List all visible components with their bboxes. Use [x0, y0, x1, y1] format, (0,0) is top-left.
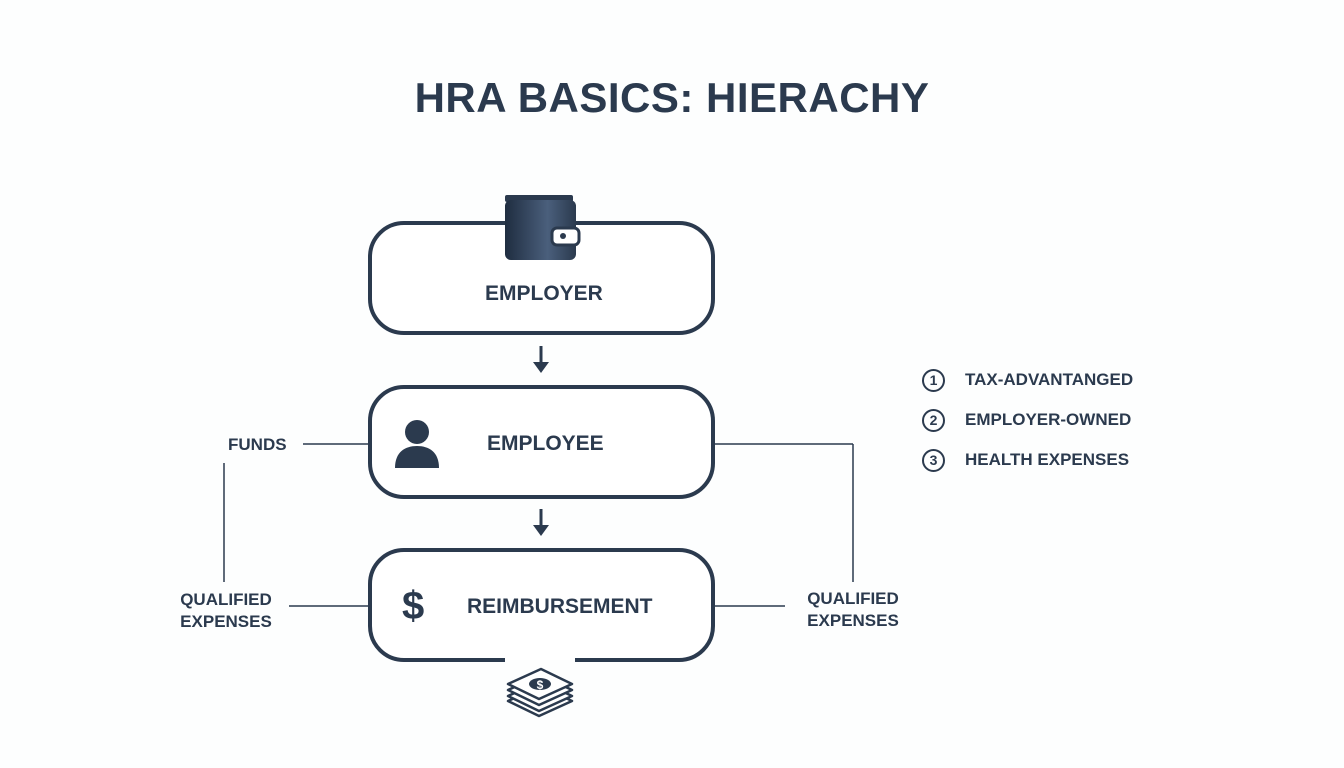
funds-connector [223, 443, 369, 582]
person-icon [395, 420, 439, 468]
arrow-down-icon [533, 346, 549, 373]
number-badge: 3 [922, 448, 945, 472]
qualified-left-line-2: EXPENSES [180, 612, 272, 631]
number-badge: 1 [922, 368, 945, 392]
money-stack-icon: $ [506, 667, 574, 718]
qualified-left-line-1: QUALIFIED [180, 590, 272, 609]
page-title: HRA BASICS: HIERACHY [414, 74, 930, 121]
employer-label: EMPLOYER [485, 282, 603, 305]
qualified-right-line-1: QUALIFIED [807, 589, 899, 608]
reimbursement-node [368, 548, 715, 662]
feature-list: 1 TAX-ADVANTANGED 2 EMPLOYER-OWNED 3 HEA… [922, 360, 1133, 480]
qualified-expenses-right-label: QUALIFIED EXPENSES [804, 588, 902, 632]
feature-text: EMPLOYER-OWNED [965, 410, 1132, 429]
funds-label: FUNDS [228, 435, 287, 454]
feature-text: TAX-ADVANTANGED [965, 370, 1134, 389]
qualified-right-line-2: EXPENSES [807, 611, 899, 630]
list-item: 1 TAX-ADVANTANGED [922, 360, 1133, 400]
right-bracket-connector [714, 443, 854, 607]
qualified-expenses-left-label: QUALIFIED EXPENSES [178, 589, 274, 633]
svg-text:$: $ [537, 678, 544, 692]
wallet-icon [505, 195, 581, 260]
list-item: 2 EMPLOYER-OWNED [922, 400, 1133, 440]
employee-label: EMPLOYEE [487, 432, 604, 455]
arrow-down-icon [533, 509, 549, 536]
feature-text: HEALTH EXPENSES [965, 450, 1130, 469]
number-badge: 2 [922, 408, 945, 432]
reimbursement-label: REIMBURSEMENT [467, 595, 653, 618]
employee-node [368, 385, 715, 499]
list-item: 3 HEALTH EXPENSES [922, 440, 1133, 480]
dollar-icon: $ [402, 584, 425, 628]
